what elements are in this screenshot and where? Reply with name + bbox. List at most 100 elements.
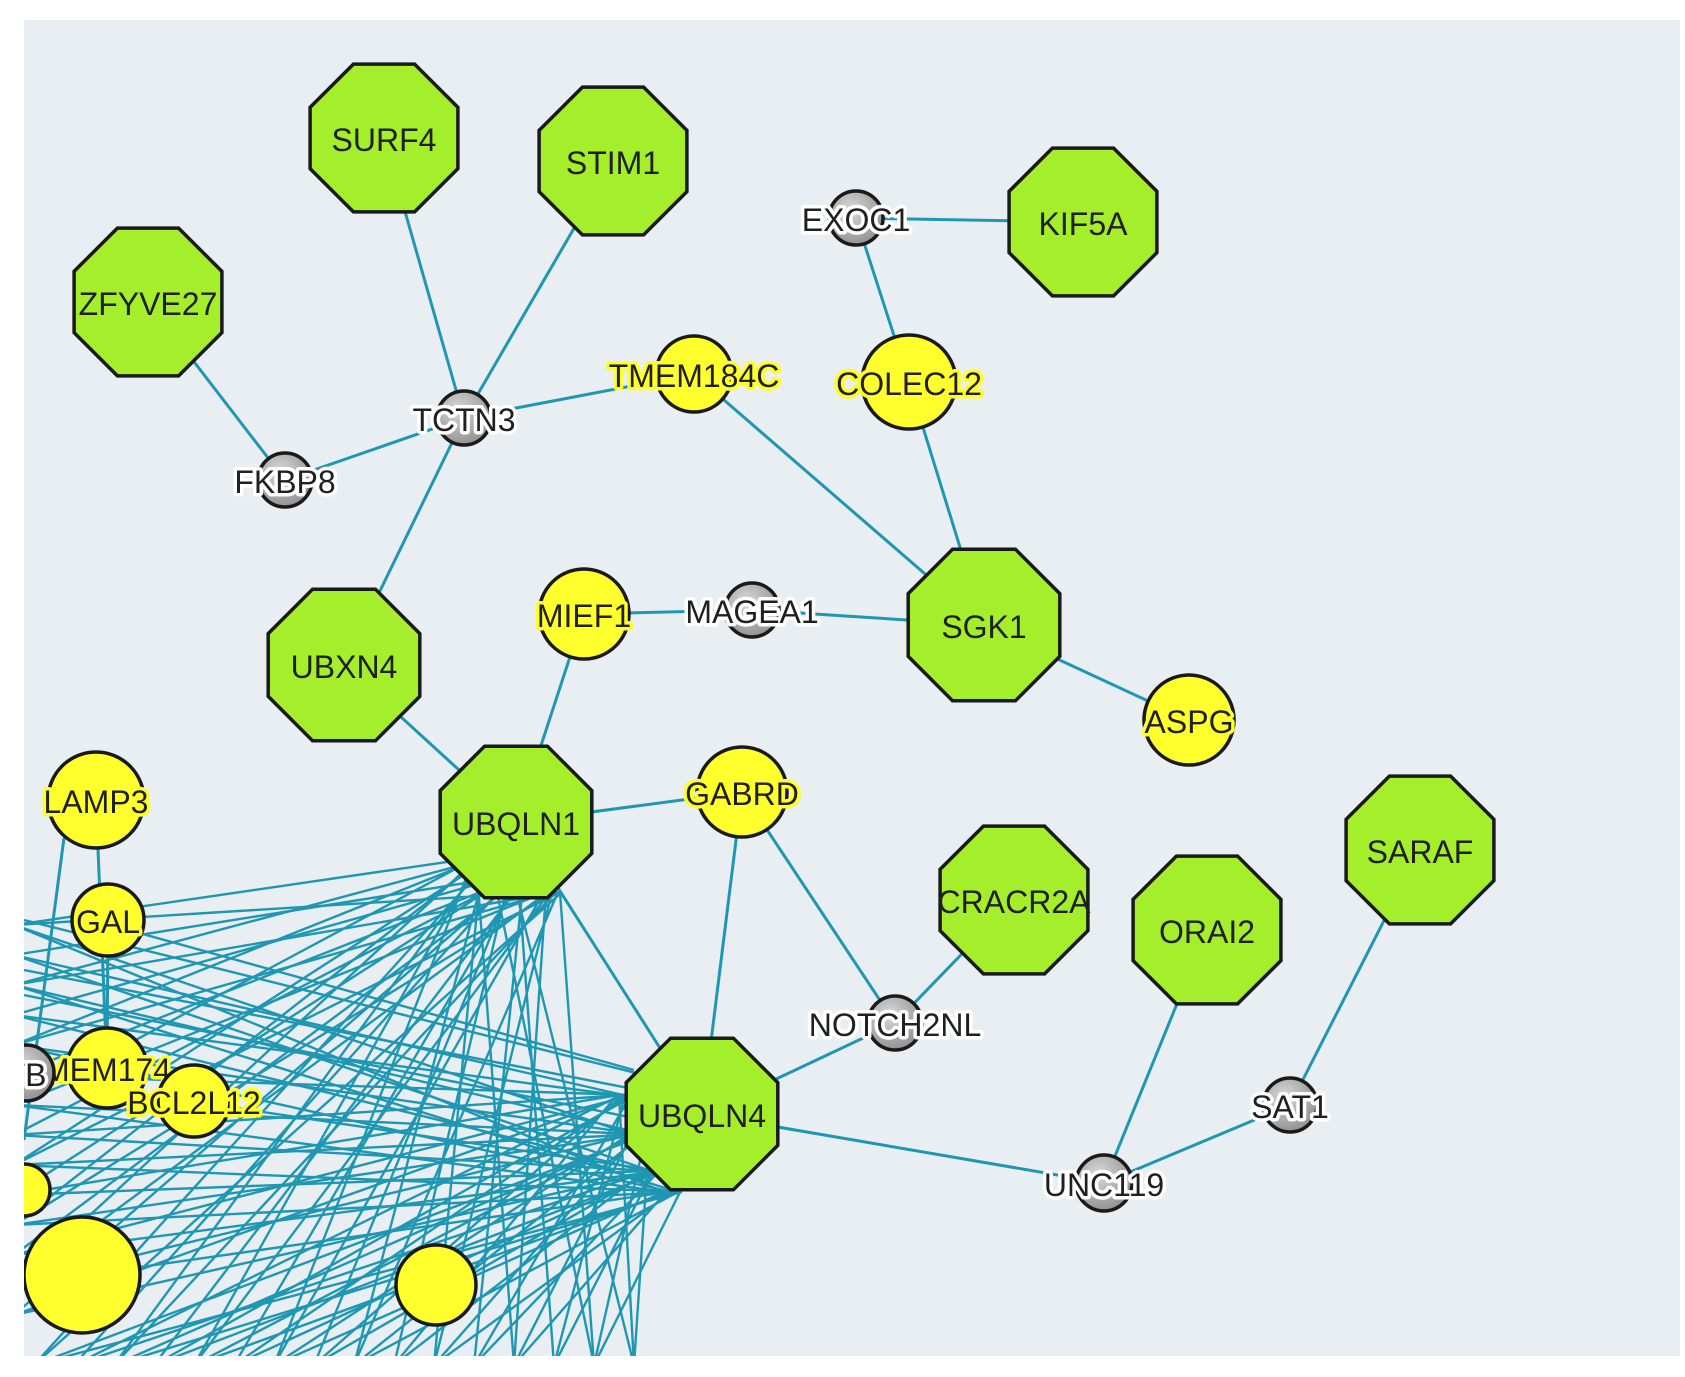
- node-ubqln1[interactable]: UBQLN1: [438, 744, 594, 900]
- node-stim1-label: STIM1: [566, 145, 660, 181]
- node-saraf-label: SARAF: [1367, 834, 1474, 870]
- node-magea1[interactable]: MAGEA1: [682, 581, 822, 639]
- node-y-bottom-left[interactable]: [24, 1215, 142, 1335]
- node-mief1[interactable]: MIEF1: [533, 567, 635, 661]
- edge-dense-6: [24, 957, 652, 1173]
- edge-dense-101: [597, 1191, 682, 1356]
- edge-dense-108: [73, 913, 635, 1072]
- node-y-bottom-left-shape: [24, 1215, 142, 1335]
- node-stim1-shape: [537, 85, 689, 237]
- node-cracr2a-shape: [938, 824, 1090, 976]
- node-zfyve27-label: ZFYVE27: [79, 286, 218, 322]
- node-kif5a[interactable]: KIF5A: [1007, 146, 1159, 298]
- edge-dense-7: [24, 856, 489, 984]
- edge-dense-5: [24, 956, 624, 1097]
- edge-dense-67: [237, 874, 524, 1356]
- edge-dense-96: [555, 1094, 627, 1356]
- node-tmem184c[interactable]: TMEM184C: [605, 334, 783, 414]
- node-gabrd[interactable]: GABRD: [682, 745, 802, 839]
- node-notch2nl-shape: [866, 994, 924, 1052]
- node-sat1[interactable]: SAT1: [1248, 1076, 1332, 1134]
- node-magea1-shape: [723, 581, 781, 639]
- node-ubqln4[interactable]: UBQLN4: [624, 1036, 780, 1192]
- node-gabrd-shape: [695, 745, 789, 839]
- edge-dense-60: [159, 874, 529, 1356]
- edge-dense-88: [473, 874, 526, 1356]
- edge-dense-56: [119, 857, 487, 1356]
- edge-dense-107: [24, 993, 645, 1122]
- edge-dense-104: [633, 1170, 649, 1356]
- node-surf4[interactable]: SURF4: [308, 62, 460, 214]
- node-notch2nl[interactable]: NOTCH2NL: [805, 994, 985, 1052]
- edge-dense-61: [167, 1093, 636, 1356]
- edge-dense-39: [24, 874, 527, 1250]
- edge-dense-14: [24, 856, 483, 1043]
- edge-dense-92: [513, 891, 548, 1356]
- node-aspg[interactable]: ASPG: [1141, 673, 1237, 767]
- node-surf4-label: SURF4: [332, 122, 437, 158]
- node-ubqln4-label: UBQLN4: [638, 1098, 766, 1134]
- node-stim1[interactable]: STIM1: [537, 85, 689, 237]
- node-ubxn4-shape: [266, 587, 422, 743]
- node-tctn3-label: TCTN3: [412, 402, 515, 438]
- node-ubxn4-label: UBXN4: [291, 649, 398, 685]
- edge-dense-37: [24, 1132, 641, 1225]
- node-tb-partial[interactable]: TB: [24, 1043, 56, 1103]
- node-sgk1[interactable]: SGK1: [906, 547, 1062, 703]
- node-tmem174-label: MEM174: [43, 1052, 171, 1088]
- node-fkbp8[interactable]: FKBP8: [231, 451, 339, 509]
- dense-edge-bundle: [24, 837, 683, 1356]
- edge-dense-87: [444, 1191, 673, 1356]
- edge-dense-77: [355, 857, 490, 1356]
- edge-fkbp8-tctn3: [284, 416, 465, 482]
- node-ubqln4-shape: [624, 1036, 780, 1192]
- node-bcl2l12[interactable]: BCL2L12: [124, 1063, 264, 1139]
- node-ubxn4[interactable]: UBXN4: [266, 587, 422, 743]
- edge-dense-28: [24, 856, 491, 1160]
- node-y-bottom-mid[interactable]: [394, 1243, 478, 1327]
- edge-dense-89: [477, 1094, 633, 1356]
- node-saraf[interactable]: SARAF: [1344, 774, 1496, 926]
- node-y-left-edge[interactable]: [24, 1162, 52, 1218]
- edge-dense-70: [276, 857, 476, 1356]
- node-colec12-label: COLEC12: [836, 366, 982, 402]
- node-saraf-shape: [1344, 774, 1496, 926]
- node-tmem174-shape: [65, 1026, 149, 1110]
- node-unc119-label: UNC119: [1044, 1167, 1164, 1203]
- node-kif5a-shape: [1007, 146, 1159, 298]
- edge-dense-99: [558, 891, 595, 1356]
- node-aspg-shape: [1142, 673, 1236, 767]
- node-orai2-label: ORAI2: [1159, 914, 1255, 950]
- node-y-bottom-mid-shape: [394, 1243, 478, 1327]
- node-gal[interactable]: GAL: [70, 882, 146, 958]
- edge-dense-42: [24, 857, 479, 1278]
- edge-dense-29: [24, 890, 561, 1162]
- node-lamp3-label: LAMP3: [44, 784, 149, 820]
- edge-dense-95: [516, 874, 555, 1356]
- node-unc119[interactable]: UNC119: [1040, 1153, 1168, 1213]
- edge-dense-94: [520, 1191, 667, 1356]
- edge-dense-93: [517, 1133, 634, 1356]
- node-zfyve27[interactable]: ZFYVE27: [72, 226, 224, 378]
- node-tctn3[interactable]: TCTN3: [409, 389, 519, 447]
- node-lamp3[interactable]: LAMP3: [40, 750, 152, 850]
- node-bcl2l12-shape: [156, 1063, 232, 1139]
- edge-dense-103: [617, 1094, 635, 1356]
- node-zfyve27-shape: [72, 226, 224, 378]
- node-y-left-edge-shape: [24, 1162, 52, 1218]
- node-tmem174[interactable]: MEM174: [39, 1026, 175, 1110]
- node-ubqln1-shape: [438, 744, 594, 900]
- edge-dense-97: [557, 1170, 655, 1356]
- node-tmem184c-label: TMEM184C: [609, 358, 780, 394]
- edge-dense-100: [594, 1133, 648, 1356]
- node-exoc1[interactable]: EXOC1: [798, 189, 914, 247]
- node-sat1-shape: [1261, 1076, 1319, 1134]
- node-fkbp8-shape: [256, 451, 314, 509]
- edge-dense-33: [24, 1093, 620, 1195]
- node-cracr2a[interactable]: CRACR2A: [938, 824, 1092, 976]
- node-orai2[interactable]: ORAI2: [1131, 854, 1283, 1006]
- node-ubqln1-label: UBQLN1: [452, 806, 580, 842]
- node-colec12[interactable]: COLEC12: [833, 333, 985, 431]
